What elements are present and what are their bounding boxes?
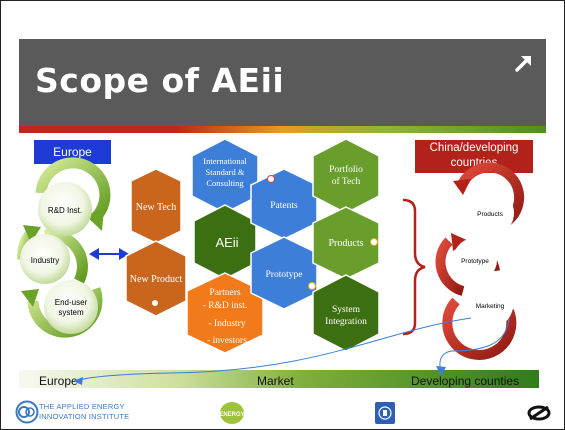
- slide-title: Scope of AEii: [35, 61, 285, 100]
- hex-new-tech-label: New Tech: [136, 202, 177, 213]
- logo-line-1: THE APPLIED ENERGY: [39, 402, 125, 411]
- prototype-node: [453, 238, 497, 282]
- aeii-logo-text: THE APPLIED ENERGY INNOVATION INSTITUTE: [39, 402, 129, 422]
- title-accent-rule: [19, 126, 546, 133]
- double-arrow-icon: [89, 248, 129, 260]
- brace: [402, 198, 426, 336]
- energy-logo-text: ENERGY: [219, 412, 244, 418]
- logo-line-2: INNOVATION INSTITUTE: [39, 412, 130, 421]
- hex-new-product: [125, 240, 187, 317]
- market-bar: [19, 370, 539, 388]
- energy-logo-icon: ENERGY: [219, 402, 245, 424]
- products-node: [466, 189, 514, 237]
- bar-europe-label: Europe: [39, 374, 78, 388]
- title-bar: Scope of AEii: [19, 39, 546, 126]
- kth-logo-icon: [375, 402, 395, 424]
- hex-partners-label: Partners- R&D inst.- Industry- investors: [203, 288, 248, 346]
- bar-market-label: Market: [257, 374, 294, 388]
- hex-center-label: AEii: [215, 235, 238, 250]
- connector-to-developing: [439, 318, 510, 372]
- rd-node: [38, 182, 92, 236]
- marketing-node: [467, 282, 513, 328]
- industry-node: [20, 234, 70, 284]
- marketing-cycle-label: Marketing: [476, 303, 505, 310]
- hex-patents-label: Patents: [270, 201, 298, 211]
- aeii-logo-icon: [15, 400, 39, 424]
- connector-to-europe: [78, 317, 472, 381]
- hex-products-label: Products: [329, 238, 364, 249]
- right-cycle: Products Prototype Marketing: [435, 162, 525, 360]
- university-logo-icon: [527, 405, 551, 421]
- products-cycle-label: Products: [477, 211, 503, 218]
- bar-developing-label: Developing counties: [411, 374, 520, 388]
- rd-label: R&D Inst.: [48, 206, 82, 215]
- arrow-up-right-icon: [515, 56, 531, 72]
- hex-system-integration: [312, 274, 380, 352]
- hex-new-product-label: New Product: [130, 274, 183, 285]
- industry-label: Industry: [31, 256, 59, 265]
- hex-prototype-label: Prototype: [266, 270, 303, 280]
- enduser-node: [44, 280, 98, 334]
- prototype-cycle-label: Prototype: [461, 258, 489, 265]
